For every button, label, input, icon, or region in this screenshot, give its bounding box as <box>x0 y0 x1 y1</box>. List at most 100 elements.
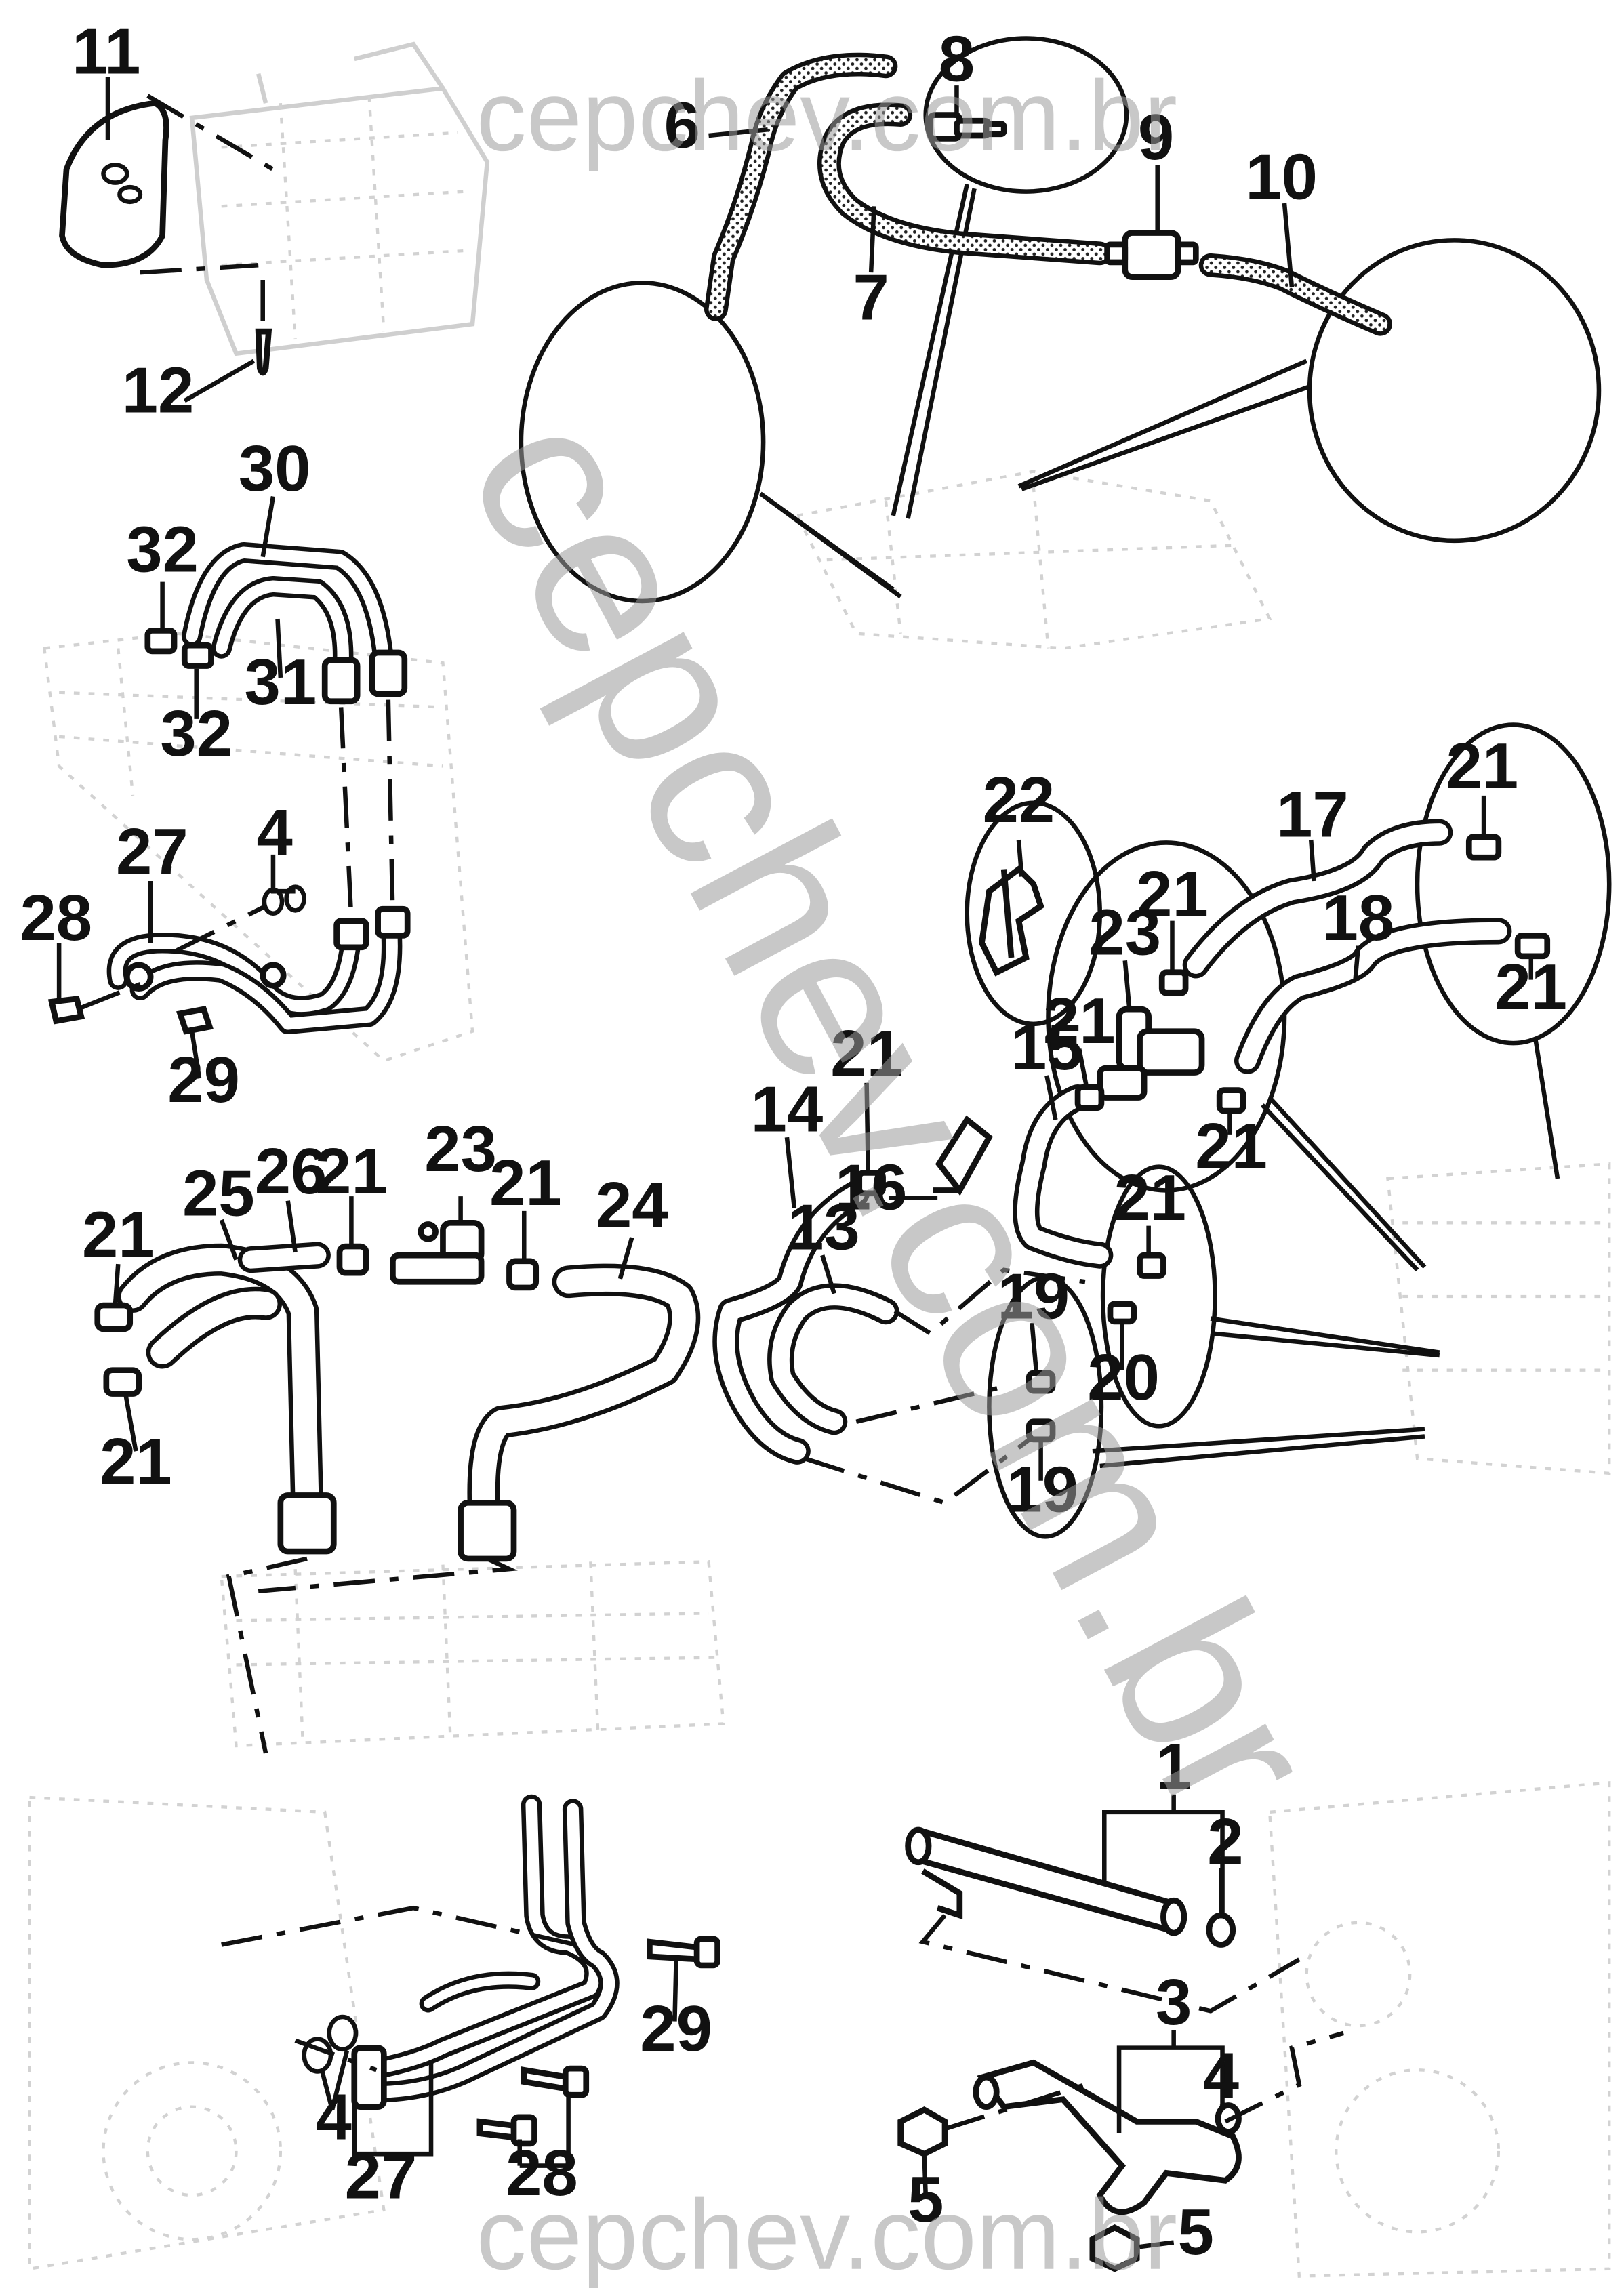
watermark-top: cepchev.com.br <box>476 60 1177 172</box>
engine-sketch-top-right <box>794 470 1272 650</box>
label-19-top: 19 <box>997 1261 1070 1333</box>
part-13-hose <box>767 1267 1086 1435</box>
part-3-pipe <box>944 2030 1345 2215</box>
label-29-left: 29 <box>167 1044 240 1116</box>
label-28-left: 28 <box>20 882 92 954</box>
label-14: 14 <box>751 1074 824 1146</box>
label-21-a: 21 <box>315 1135 388 1208</box>
part-17-hose <box>1182 819 1453 979</box>
label-32-top: 32 <box>126 514 199 586</box>
part-15-hose <box>1013 1084 1114 1269</box>
label-5-left: 5 <box>908 2163 943 2236</box>
part-12-screw <box>255 280 272 376</box>
label-6: 6 <box>664 89 700 161</box>
label-21-h: 21 <box>1043 985 1116 1057</box>
label-25: 25 <box>182 1158 255 1230</box>
label-21-b: 21 <box>489 1147 562 1219</box>
part-21-clips-left <box>94 1243 540 1397</box>
part-27-pipe-assembly <box>106 905 411 1035</box>
label-12: 12 <box>122 354 195 427</box>
part-28-bolts-bottom <box>476 2065 590 2147</box>
label-22: 22 <box>983 764 1055 836</box>
label-4-left: 4 <box>256 796 292 869</box>
label-20: 20 <box>1087 1341 1160 1414</box>
engine-sketch-right-middle <box>1386 1162 1611 1475</box>
label-24: 24 <box>596 1169 668 1242</box>
label-4-bottom: 4 <box>316 2081 352 2154</box>
part-22-bracket <box>978 865 1044 977</box>
label-28-bottom: 28 <box>506 2137 578 2209</box>
part-11-cover <box>59 94 275 275</box>
label-21-e: 21 <box>1446 730 1519 802</box>
engine-sketch-bottom-right <box>1267 1780 1611 2278</box>
label-13: 13 <box>788 1191 860 1264</box>
part-labels: 11 12 6 8 7 9 10 30 32 31 32 4 27 28 29 … <box>20 16 1567 2268</box>
label-21-c: 21 <box>82 1198 155 1271</box>
label-1: 1 <box>1156 1730 1192 1803</box>
label-23-left: 23 <box>424 1113 497 1185</box>
watermark-bottom: cepchev.com.br <box>476 2179 1177 2288</box>
label-15: 15 <box>1011 1011 1083 1084</box>
label-17: 17 <box>1276 779 1349 851</box>
label-27-bottom: 27 <box>345 2140 418 2212</box>
part-4-oring-right <box>1215 2102 1242 2135</box>
part-24-hose <box>458 1263 701 1562</box>
part-29-bolt-left <box>176 1006 214 1035</box>
part-8-connector <box>927 112 1007 142</box>
center-link-dashes <box>226 1556 518 1754</box>
part-27-pipe-assembly-bottom <box>221 1794 620 2110</box>
part-23-valve-right <box>1097 1006 1205 1101</box>
engine-sketch-top-left <box>189 41 490 356</box>
label-10: 10 <box>1245 141 1318 213</box>
engine-sketch-center <box>220 1560 725 1748</box>
leader-lines <box>56 77 1534 2249</box>
label-21-g: 21 <box>1136 858 1209 931</box>
label-30: 30 <box>239 432 311 505</box>
label-23-right: 23 <box>1089 897 1161 969</box>
part-32-clips <box>144 628 214 669</box>
part-6-hose <box>704 52 898 321</box>
part-30-31-pipes <box>181 542 408 921</box>
part-16-bracket <box>933 1115 993 1196</box>
part-26-hose <box>237 1242 331 1273</box>
part-25-hose <box>117 1243 337 1555</box>
part-18-hose <box>1234 918 1512 1074</box>
part-1-pipe <box>905 1826 1301 2014</box>
label-7: 7 <box>853 262 889 334</box>
label-26: 26 <box>255 1135 327 1208</box>
label-2: 2 <box>1207 1805 1243 1878</box>
part-14-hose <box>712 1180 870 1465</box>
label-21-j: 21 <box>830 1017 903 1090</box>
label-27-left: 27 <box>116 815 188 888</box>
part-19-20-clips <box>804 1301 1137 1505</box>
label-21-k: 21 <box>1114 1162 1187 1234</box>
part-23-valve-left <box>390 1219 485 1285</box>
label-8: 8 <box>939 23 975 96</box>
part-4-orings-bottom <box>302 2014 359 2074</box>
background-engine-sketches <box>28 41 1611 2278</box>
label-32-bottom: 32 <box>160 697 232 770</box>
part-2-oring <box>1206 1912 1236 1948</box>
part-7-hose <box>817 102 1112 266</box>
part-10-hose <box>1198 253 1393 336</box>
engine-sketch-bottom-left <box>28 1795 386 2271</box>
part-28-bolt-left <box>47 982 142 1025</box>
label-19-bottom: 19 <box>1006 1453 1078 1526</box>
label-31: 31 <box>245 646 317 718</box>
part-4-orings-left <box>176 884 306 953</box>
label-29-bottom: 29 <box>640 1993 712 2065</box>
label-4-right: 4 <box>1203 2040 1239 2112</box>
label-16: 16 <box>835 1151 908 1224</box>
label-21-i: 21 <box>1195 1110 1267 1183</box>
label-9: 9 <box>1138 101 1174 173</box>
engine-sketch-left-middle <box>42 632 474 1063</box>
part-21-clips-right <box>856 834 1551 1279</box>
label-11: 11 <box>72 16 140 88</box>
part-29-bolt-bottom <box>647 1936 720 1969</box>
label-5-right: 5 <box>1178 2196 1214 2268</box>
part-9-filter <box>1104 230 1199 281</box>
label-18: 18 <box>1322 882 1395 954</box>
label-3: 3 <box>1156 1966 1192 2039</box>
label-21-f: 21 <box>1495 951 1567 1023</box>
